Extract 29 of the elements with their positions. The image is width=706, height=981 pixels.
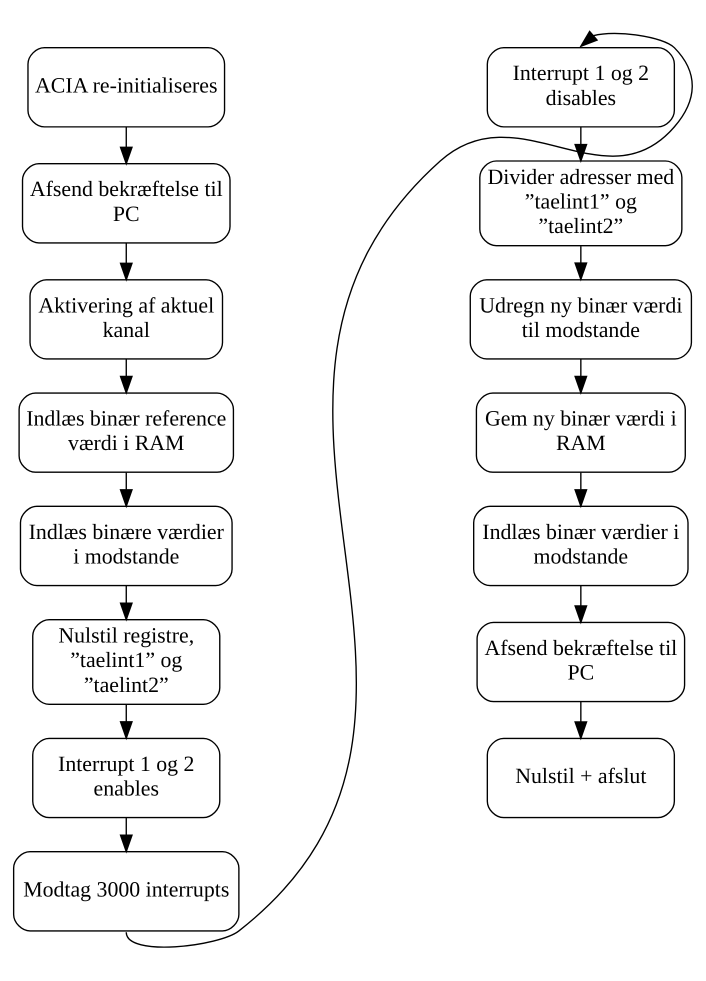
node-box: Indlæs binær reference værdi i RAM bbox=[18, 392, 234, 473]
node-box: Interrupt 1 og 2 disables bbox=[486, 47, 676, 128]
node-box: Nulstil registre, ”taelint1” og ”taelint2” bbox=[32, 618, 220, 705]
arrow bbox=[574, 586, 588, 624]
node-box: Indlæs binær værdier i modstande bbox=[473, 506, 689, 586]
arrow bbox=[574, 702, 588, 740]
arrow bbox=[120, 127, 133, 166]
arrow bbox=[120, 243, 133, 282]
arrow bbox=[120, 586, 133, 622]
node-box: Interrupt 1 og 2 enables bbox=[32, 738, 220, 818]
arrow bbox=[120, 359, 133, 395]
node-box: Divider adresser med ”taelint1” og ”taelint2” bbox=[479, 160, 683, 246]
node-box: Udregn ny binær værdi til modstande bbox=[470, 279, 692, 360]
node-box: Aktivering af aktuel kanal bbox=[29, 279, 224, 360]
node-box: Indlæs binære værdier i modstande bbox=[20, 506, 233, 586]
arrow bbox=[574, 246, 588, 282]
node-box: Nulstil + afslut bbox=[486, 738, 676, 818]
node-box: Modtag 3000 interrupts bbox=[12, 851, 240, 932]
node-box: Afsend bekræftelse til PC bbox=[22, 163, 231, 244]
arrow bbox=[574, 359, 588, 395]
arrow bbox=[120, 818, 133, 854]
arrow bbox=[574, 472, 588, 508]
arrow bbox=[120, 704, 133, 740]
node-box: Afsend bekræftelse til PC bbox=[476, 622, 686, 702]
arrow bbox=[574, 127, 588, 163]
node-box: Gem ny binær værdi i RAM bbox=[476, 392, 686, 473]
arrow bbox=[120, 472, 133, 508]
arrow bbox=[126, 30, 693, 948]
node-box: ACIA re-initialiseres bbox=[27, 47, 226, 128]
